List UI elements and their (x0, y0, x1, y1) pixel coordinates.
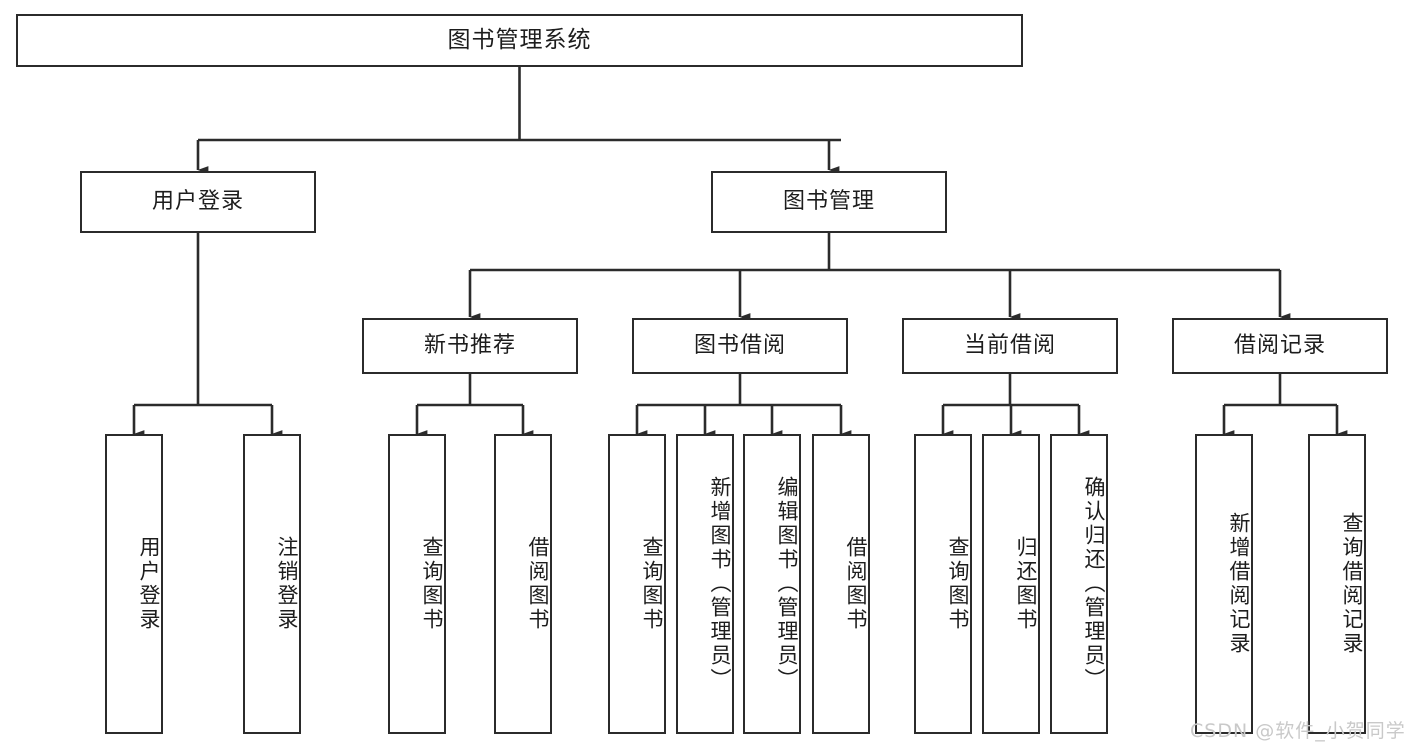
node-leaf-query-book-current[interactable]: 查询图书 (914, 434, 972, 734)
node-label: 查询图书 (946, 536, 970, 632)
node-label: 新增图书（管理员） (708, 476, 732, 692)
node-label: 当前借阅 (963, 333, 1056, 359)
node-label: 图书借阅 (693, 333, 786, 359)
node-leaf-logout[interactable]: 注销登录 (243, 434, 301, 734)
node-label: 用户登录 (151, 189, 244, 215)
node-leaf-return-book[interactable]: 归还图书 (982, 434, 1040, 734)
node-new-book-recommend[interactable]: 新书推荐 (362, 318, 578, 374)
node-leaf-user-login[interactable]: 用户登录 (105, 434, 163, 734)
node-label: 用户登录 (137, 536, 161, 632)
node-book-management[interactable]: 图书管理 (711, 171, 947, 233)
node-label: 确认归还（管理员） (1082, 476, 1106, 692)
node-label: 新书推荐 (423, 333, 516, 359)
node-label: 图书管理系统 (447, 26, 592, 53)
node-label: 借阅记录 (1233, 333, 1326, 359)
node-leaf-borrow-book[interactable]: 借阅图书 (812, 434, 870, 734)
node-leaf-add-borrow-record[interactable]: 新增借阅记录 (1195, 434, 1253, 734)
node-leaf-query-borrow-record[interactable]: 查询借阅记录 (1308, 434, 1366, 734)
csdn-watermark: CSDN @软件_小贺同学 (1190, 720, 1405, 742)
node-leaf-add-book-admin[interactable]: 新增图书（管理员） (676, 434, 734, 734)
node-label: 查询图书 (640, 536, 664, 632)
node-label: 归还图书 (1014, 536, 1038, 632)
node-label: 借阅图书 (526, 536, 550, 632)
node-leaf-query-book-recommend[interactable]: 查询图书 (388, 434, 446, 734)
node-label: 注销登录 (275, 536, 299, 632)
node-book-borrow[interactable]: 图书借阅 (632, 318, 848, 374)
node-root-book-management-system[interactable]: 图书管理系统 (16, 14, 1023, 67)
node-leaf-edit-book-admin[interactable]: 编辑图书（管理员） (743, 434, 801, 734)
node-label: 借阅图书 (844, 536, 868, 632)
node-current-borrow[interactable]: 当前借阅 (902, 318, 1118, 374)
node-label: 查询图书 (420, 536, 444, 632)
node-label: 新增借阅记录 (1227, 512, 1251, 656)
node-leaf-confirm-return-admin[interactable]: 确认归还（管理员） (1050, 434, 1108, 734)
node-leaf-borrow-book-recommend[interactable]: 借阅图书 (494, 434, 552, 734)
node-label: 查询借阅记录 (1340, 512, 1364, 656)
node-label: 图书管理 (782, 189, 875, 215)
node-leaf-query-book-borrow[interactable]: 查询图书 (608, 434, 666, 734)
node-user-login[interactable]: 用户登录 (80, 171, 316, 233)
node-label: 编辑图书（管理员） (775, 476, 799, 692)
node-borrow-records[interactable]: 借阅记录 (1172, 318, 1388, 374)
